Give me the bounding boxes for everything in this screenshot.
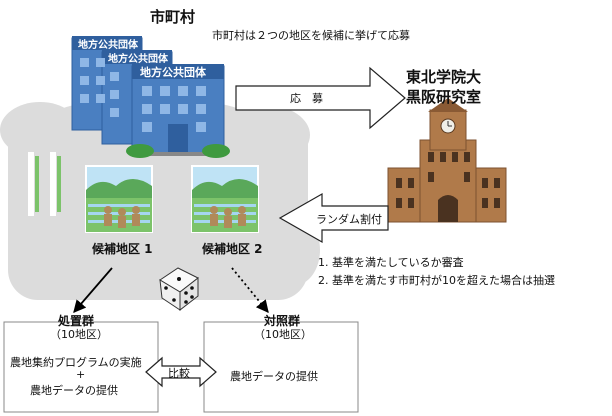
building-sign-back: 地方公共団体 bbox=[78, 40, 138, 51]
random-assign-arrow bbox=[278, 192, 389, 244]
control-box bbox=[203, 321, 359, 413]
candidate-district-2-label: 候補地区 2 bbox=[202, 242, 263, 256]
control-count: （10地区） bbox=[254, 328, 312, 341]
building-sign-front: 地方公共団体 bbox=[140, 66, 206, 79]
treatment-box bbox=[3, 321, 159, 413]
treatment-line-2: + bbox=[76, 368, 86, 381]
candidate-district-1-label: 候補地区 1 bbox=[92, 242, 153, 256]
building-sign-middle: 地方公共団体 bbox=[108, 54, 168, 65]
municipality-note: 市町村は２つの地区を候補に挙げて応募 bbox=[212, 29, 410, 42]
compare-label: 比較 bbox=[168, 367, 190, 380]
apply-arrow-label: 応 募 bbox=[290, 92, 323, 105]
random-assign-label: ランダム割付 bbox=[316, 213, 382, 226]
district-card-stack bbox=[28, 152, 61, 216]
candidate-district-2-image bbox=[191, 165, 259, 233]
municipality-title: 市町村 bbox=[150, 8, 196, 26]
candidate-district-1-image bbox=[85, 165, 153, 233]
treatment-arrow bbox=[73, 267, 113, 313]
university-name-line2: 黒阪研究室 bbox=[406, 88, 482, 106]
treatment-count: （10地区） bbox=[50, 328, 108, 341]
treatment-line-3: 農地データの提供 bbox=[30, 384, 118, 397]
cloud-background bbox=[0, 98, 320, 300]
university-name-line1: 東北学院大 bbox=[406, 68, 482, 86]
criteria-item-2: 2. 基準を満たす市町村が10を超えた場合は抽選 bbox=[318, 274, 555, 287]
dice-icon bbox=[159, 267, 199, 312]
treatment-line-1: 農地集約プログラムの実施 bbox=[10, 356, 142, 369]
control-line-1: 農地データの提供 bbox=[230, 370, 318, 383]
compare-arrow bbox=[145, 356, 217, 388]
treatment-title: 処置群 bbox=[58, 314, 95, 328]
control-title: 対照群 bbox=[264, 314, 301, 328]
apply-arrow bbox=[235, 66, 406, 130]
government-buildings-icon bbox=[71, 36, 230, 158]
university-building-icon bbox=[387, 98, 507, 223]
criteria-item-1: 1. 基準を満たしているか審査 bbox=[318, 256, 464, 269]
